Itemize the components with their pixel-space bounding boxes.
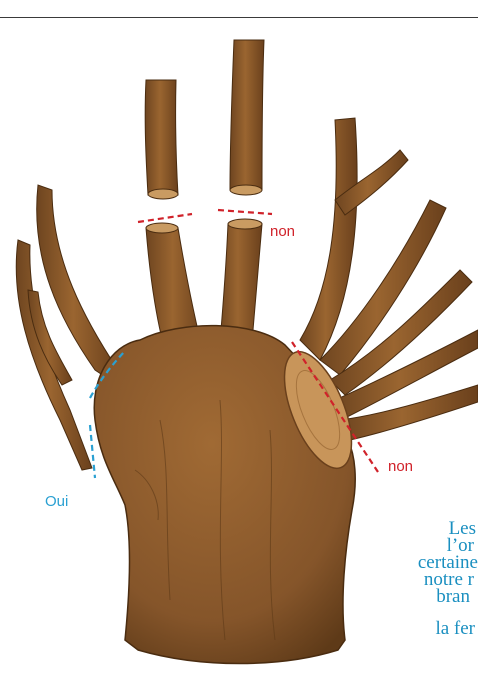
body-text-block: Les l’or certaine notre r bran la fer <box>218 520 478 637</box>
body-text-line: Les <box>218 520 478 537</box>
body-text-line: la fer <box>218 620 478 637</box>
label-non-top: non <box>270 223 295 240</box>
label-non-right: non <box>388 458 413 475</box>
body-text-line: bran <box>218 588 478 605</box>
label-oui: Oui <box>45 493 68 510</box>
cut-branches <box>145 40 264 199</box>
